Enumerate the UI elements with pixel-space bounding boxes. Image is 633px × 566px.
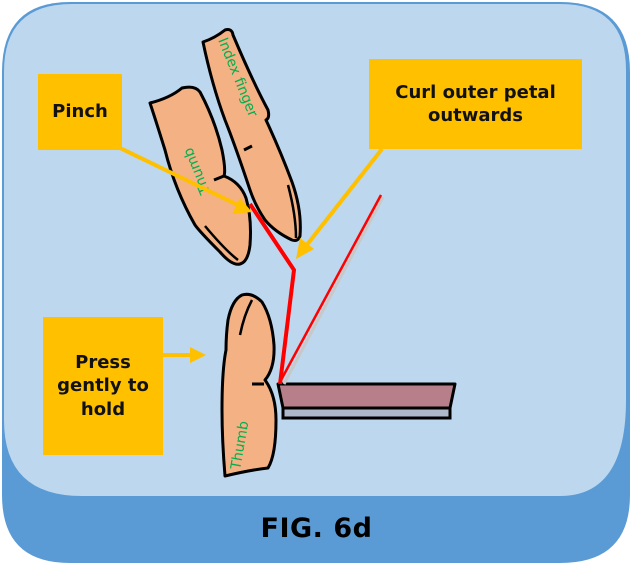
index-finger (201, 28, 302, 242)
lower-thumb (220, 292, 278, 478)
press-label-line3: hold (80, 398, 126, 420)
curl-arrow (296, 147, 384, 259)
pinch-label-box: Pinch (38, 74, 122, 150)
press-label-line1: Press (75, 351, 131, 373)
press-label-box: Press gently to hold (43, 317, 163, 455)
figure-caption: FIG. 6d (260, 513, 373, 544)
press-label-line2: gently to (57, 375, 149, 397)
base-block (276, 382, 457, 420)
curl-label-line2: outwards (427, 105, 524, 126)
curl-label-line1: Curl outer petal (395, 81, 556, 103)
petal-line-outer (282, 196, 385, 385)
petal-line-curled (248, 202, 297, 385)
press-arrow (163, 347, 206, 363)
upper-thumb (148, 85, 252, 266)
curl-label-box: Curl outer petal outwards (369, 59, 582, 149)
pinch-arrow (119, 146, 252, 214)
petal-line-outer-red (278, 194, 383, 383)
pinch-label: Pinch (52, 101, 108, 123)
